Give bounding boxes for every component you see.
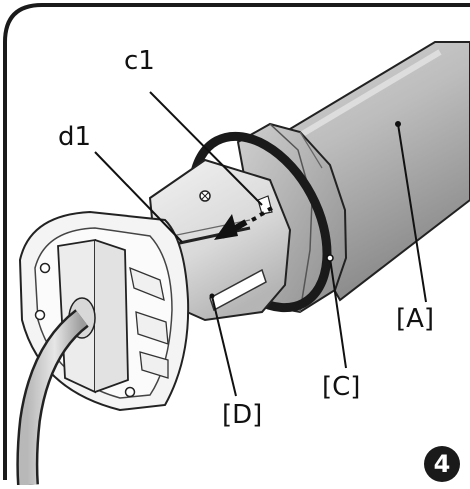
label-c1: c1 [124, 46, 155, 76]
motor-head [18, 210, 190, 412]
label-C: [C] [322, 372, 361, 402]
figure-frame [3, 3, 470, 480]
leader-c1 [149, 91, 263, 206]
rotation-arrow-icon [214, 206, 273, 240]
leader-A [397, 123, 427, 303]
label-D: [D] [222, 400, 263, 430]
leader-d1 [94, 151, 183, 243]
leader-D [211, 295, 237, 397]
label-A: [A] [396, 304, 435, 334]
figure-number-badge: 4 [424, 446, 460, 482]
label-d1: d1 [58, 122, 92, 152]
leader-C [329, 257, 347, 369]
